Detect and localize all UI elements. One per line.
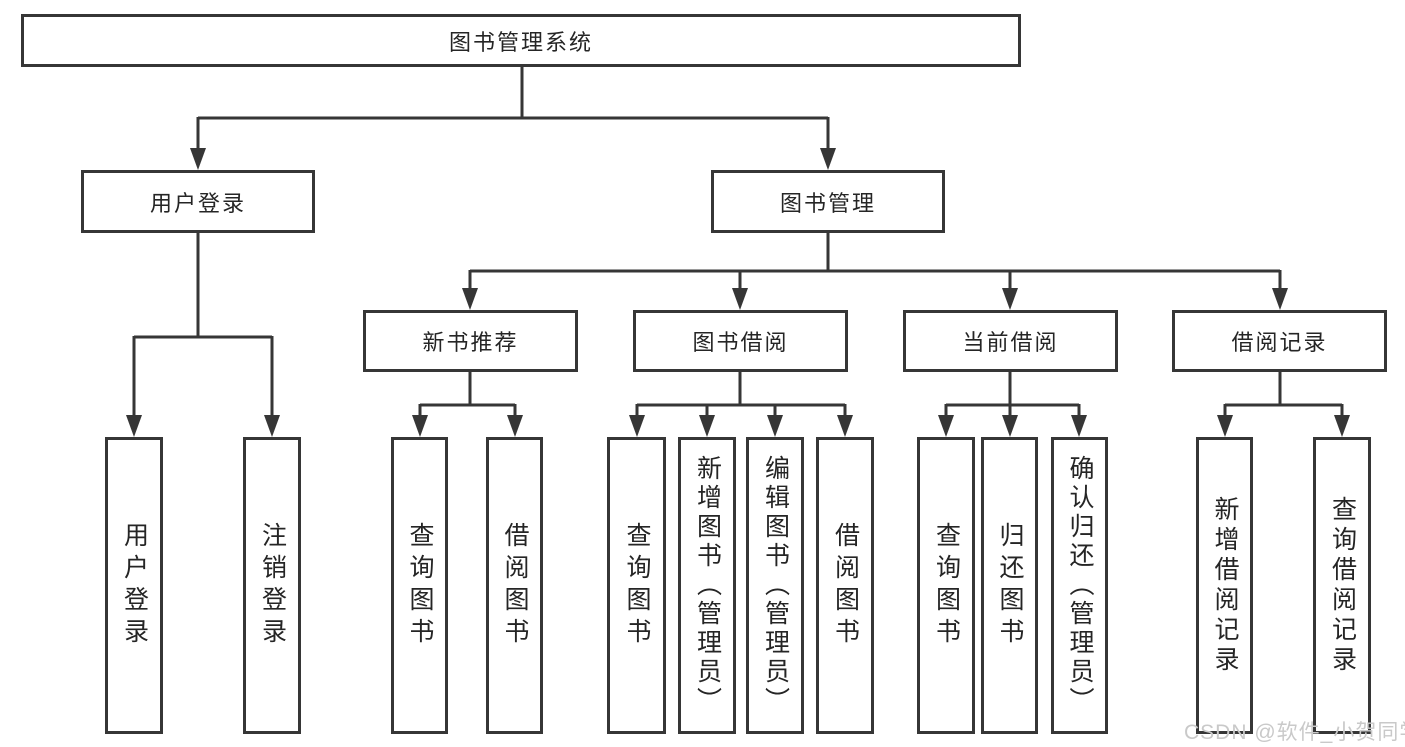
node-leaf-add-books-admin: 新增图书（管理员） [678,437,736,734]
node-leaf-query-books-current: 查询图书 [917,437,975,734]
node-book-management-branch: 图书管理 [711,170,945,233]
node-leaf-borrow-books-borrowing: 借阅图书 [816,437,874,734]
node-leaf-borrow-books-recommend: 借阅图书 [486,437,543,734]
node-book-borrowing: 图书借阅 [633,310,848,372]
node-leaf-return-books: 归还图书 [981,437,1038,734]
node-leaf-add-borrow-record: 新增借阅记录 [1196,437,1253,734]
watermark: CSDN @软件_小贺同学 [1184,721,1405,744]
node-current-borrowing: 当前借阅 [903,310,1118,372]
node-leaf-query-books-borrowing: 查询图书 [607,437,666,734]
node-leaf-query-books-recommend: 查询图书 [391,437,448,734]
node-borrow-records: 借阅记录 [1172,310,1387,372]
node-new-book-recommend: 新书推荐 [363,310,578,372]
node-root-system: 图书管理系统 [21,14,1021,67]
node-user-login-branch: 用户登录 [81,170,315,233]
node-leaf-logout: 注销登录 [243,437,301,734]
node-leaf-confirm-return-admin: 确认归还（管理员） [1051,437,1108,734]
node-leaf-query-borrow-record: 查询借阅记录 [1313,437,1371,734]
node-leaf-edit-books-admin: 编辑图书（管理员） [746,437,804,734]
node-leaf-user-login: 用户登录 [105,437,163,734]
